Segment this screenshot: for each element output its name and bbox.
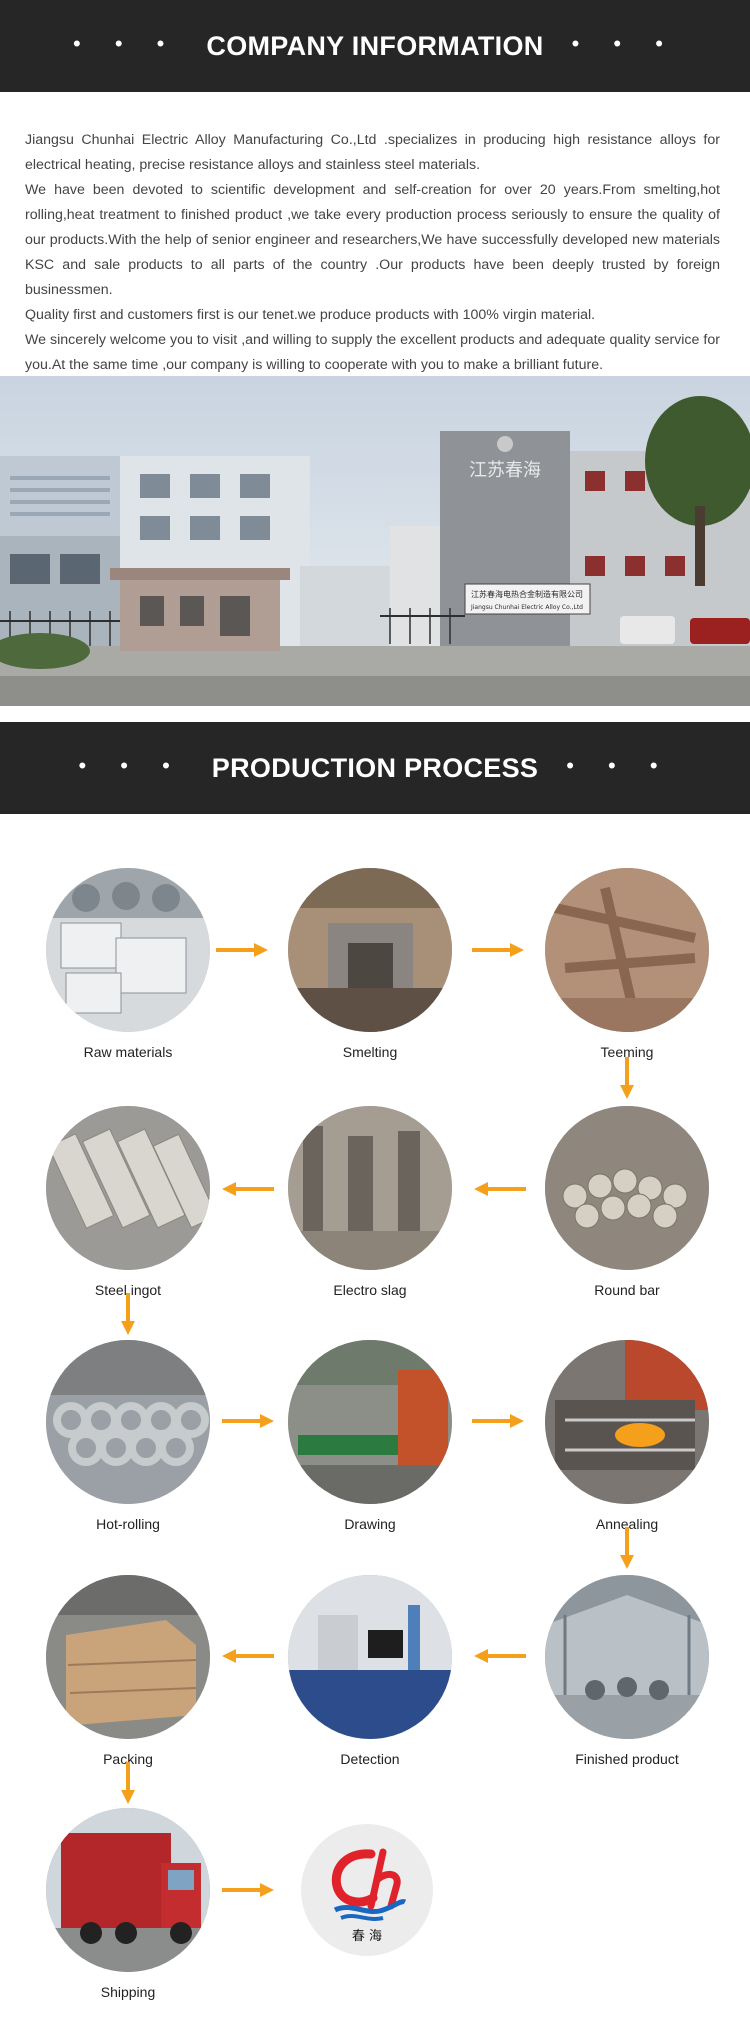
step-label: Detection (340, 1751, 400, 1767)
step-label: Annealing (595, 1516, 659, 1532)
arrow-right-icon (472, 1413, 524, 1429)
step-drawing: Drawing (285, 1340, 455, 1532)
step-smelting: Smelting (285, 868, 455, 1060)
step-shipping: Shipping (43, 1808, 213, 2000)
production-process-header: • • • PRODUCTION PROCESS • • • (0, 722, 750, 815)
decorative-dots: • • • (73, 31, 179, 56)
arrow-down-icon (120, 1293, 136, 1335)
step-label: Hot-rolling (96, 1516, 160, 1532)
round-bar-photo (545, 1106, 709, 1270)
company-logo: 春 海 (299, 1824, 435, 1956)
step-label: Steel ingot (94, 1282, 162, 1298)
zigzag-edge (0, 85, 750, 93)
arrow-left-icon (222, 1181, 274, 1197)
step-finished-product: Finished product (542, 1575, 712, 1767)
step-label: Finished product (575, 1751, 679, 1767)
finished-product-photo (545, 1575, 709, 1739)
step-label: Smelting (342, 1044, 398, 1060)
description-paragraph: Quality first and customers first is our… (25, 307, 596, 323)
shipping-photo (46, 1808, 210, 1972)
arrow-down-icon (619, 1057, 635, 1099)
logo-text: 春 海 (352, 1929, 382, 1944)
step-label: Packing (103, 1751, 153, 1767)
smelting-photo (288, 868, 452, 1032)
teeming-photo (545, 868, 709, 1032)
arrow-left-icon (474, 1181, 526, 1197)
decorative-dots: • • • (571, 31, 677, 56)
step-teeming: Teeming (542, 868, 712, 1060)
packing-photo (46, 1575, 210, 1739)
arrow-left-icon (222, 1648, 274, 1664)
annealing-photo (545, 1340, 709, 1504)
building-sign: 江苏春海 (469, 460, 541, 481)
company-information-header: • • • COMPANY INFORMATION • • • (0, 0, 750, 93)
zigzag-edge (0, 807, 750, 815)
description-paragraph: We have been devoted to scientific devel… (25, 182, 720, 298)
factory-photo: 江苏春海 江苏春海电热合金制造有限公司 Jiangsu Chunhai Elec… (0, 376, 750, 706)
description-paragraph: We sincerely welcome you to visit ,and w… (25, 332, 720, 373)
section-title: PRODUCTION PROCESS (211, 752, 539, 783)
decorative-dots: • • • (566, 753, 672, 778)
step-label: Round bar (594, 1282, 660, 1298)
arrow-down-icon (120, 1762, 136, 1804)
arrow-left-icon (474, 1648, 526, 1664)
gate-sign-en: Jiangsu Chunhai Electric Alloy Co.,Ltd (470, 604, 583, 611)
step-label: Teeming (600, 1044, 654, 1060)
step-label: Raw materials (83, 1044, 173, 1060)
step-hot-rolling: Hot-rolling (43, 1340, 213, 1532)
step-round-bar: Round bar (542, 1106, 712, 1298)
step-steel-ingot: Steel ingot (43, 1106, 213, 1298)
steel-ingot-photo (46, 1106, 210, 1270)
logo-icon: 春 海 (301, 1824, 433, 1956)
step-raw-materials: Raw materials (43, 868, 213, 1060)
decorative-dots: • • • (78, 753, 184, 778)
step-annealing: Annealing (542, 1340, 712, 1532)
raw-materials-photo (46, 868, 210, 1032)
step-label: Electro slag (333, 1282, 407, 1298)
arrow-right-icon (216, 942, 268, 958)
step-label: Shipping (100, 1984, 156, 2000)
arrow-down-icon (619, 1527, 635, 1569)
description-paragraph: Jiangsu Chunhai Electric Alloy Manufactu… (25, 132, 720, 173)
drawing-photo (288, 1340, 452, 1504)
arrow-right-icon (472, 942, 524, 958)
step-packing: Packing (43, 1575, 213, 1767)
section-title: COMPANY INFORMATION (206, 30, 544, 61)
step-detection: Detection (285, 1575, 455, 1767)
hot-rolling-photo (46, 1340, 210, 1504)
gate-sign: 江苏春海电热合金制造有限公司 (471, 589, 583, 599)
electro-slag-photo (288, 1106, 452, 1270)
arrow-right-icon (222, 1882, 274, 1898)
step-electro-slag: Electro slag (285, 1106, 455, 1298)
detection-photo (288, 1575, 452, 1739)
step-label: Drawing (344, 1516, 396, 1532)
company-description: Jiangsu Chunhai Electric Alloy Manufactu… (25, 128, 720, 378)
arrow-right-icon (222, 1413, 274, 1429)
